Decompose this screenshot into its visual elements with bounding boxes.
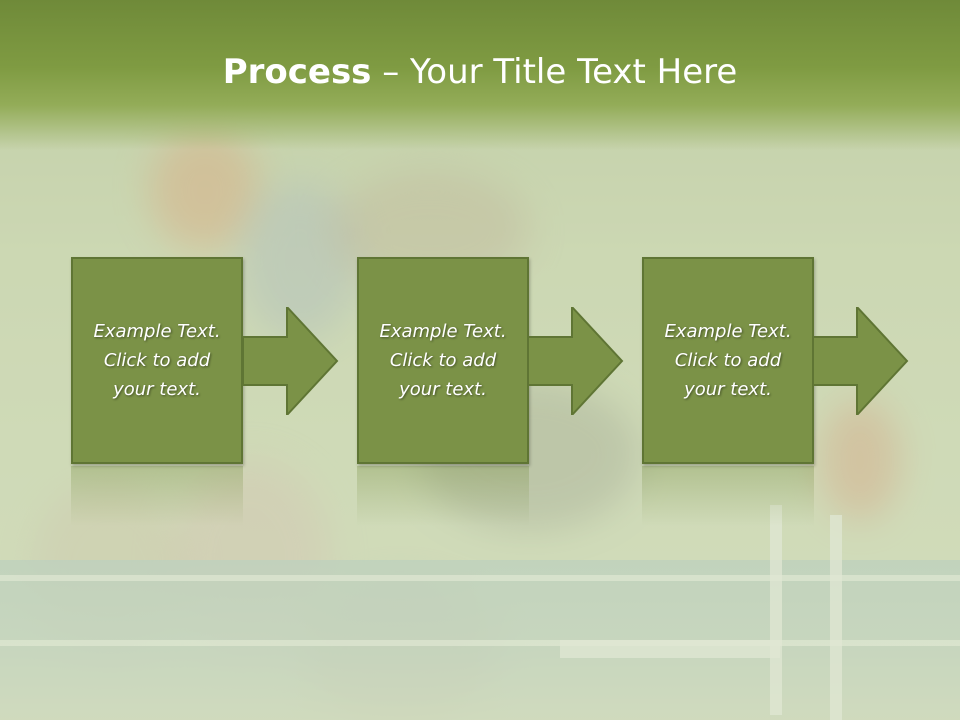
arrow-right-icon[interactable] bbox=[813, 307, 909, 415]
slide-title[interactable]: Process – Your Title Text Here bbox=[0, 52, 960, 92]
step-1-reflection bbox=[71, 466, 243, 526]
process-step-1[interactable]: Example Text. Click to add your text. bbox=[71, 257, 243, 464]
step-1-text: Example Text. Click to add your text. bbox=[93, 321, 221, 400]
title-bold: Process bbox=[222, 52, 372, 92]
arrow-right-icon[interactable] bbox=[528, 307, 624, 415]
arrow-right-icon[interactable] bbox=[243, 307, 339, 415]
process-step-3[interactable]: Example Text. Click to add your text. bbox=[642, 257, 814, 464]
title-band bbox=[0, 0, 960, 150]
title-rest: – Your Title Text Here bbox=[371, 52, 738, 92]
step-2-text: Example Text. Click to add your text. bbox=[379, 321, 507, 400]
step-3-text: Example Text. Click to add your text. bbox=[664, 321, 792, 400]
step-3-reflection bbox=[642, 466, 814, 526]
step-2-reflection bbox=[357, 466, 529, 526]
process-step-2[interactable]: Example Text. Click to add your text. bbox=[357, 257, 529, 464]
